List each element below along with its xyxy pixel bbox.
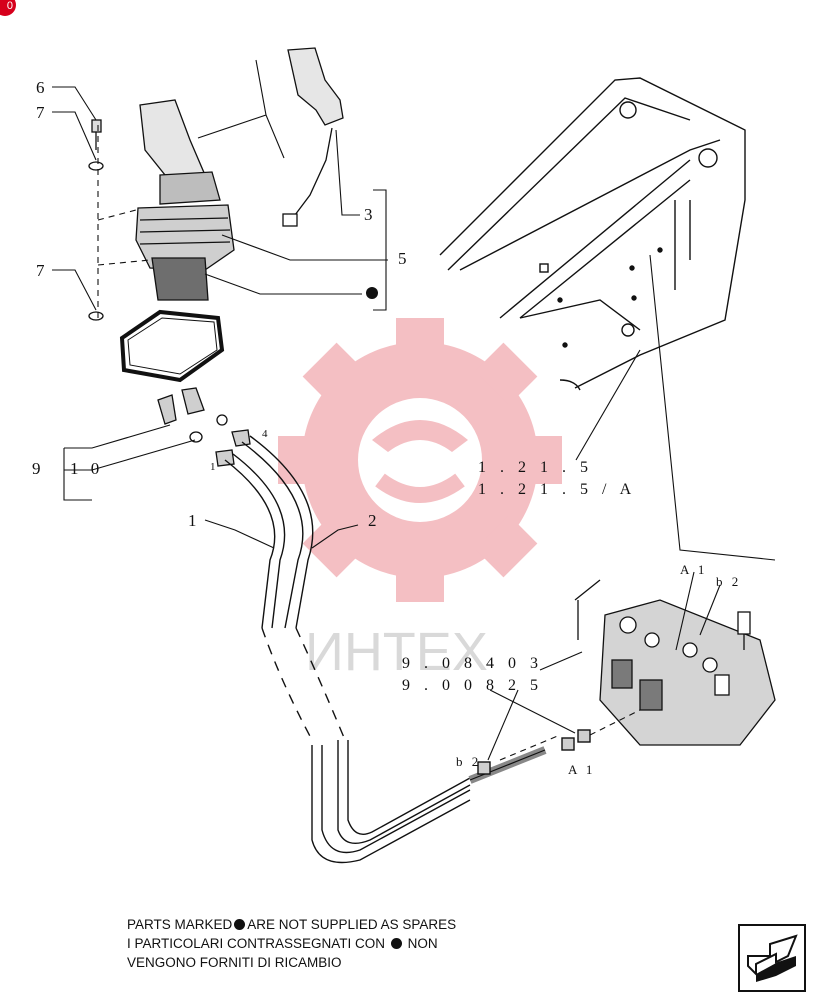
callout-7-top[interactable]: 7 xyxy=(36,103,45,122)
hose-label-1: 1 xyxy=(210,461,216,473)
port-label-b2-top: b 2 xyxy=(716,574,741,589)
footer-note: PARTS MARKED ARE NOT SUPPLIED AS SPARES I… xyxy=(127,915,547,972)
hose-label-4: 4 xyxy=(262,428,268,440)
watermark-gear-logo xyxy=(278,318,562,602)
leader-lines xyxy=(52,59,776,761)
callout-6[interactable]: 6 xyxy=(36,78,45,97)
footer-note-line-3: VENGONO FORNITI DI RICAMBIO xyxy=(127,955,342,970)
hydraulic-hoses xyxy=(224,435,591,864)
port-label-a1-top: A 1 xyxy=(680,562,707,577)
corner-badge: 0 xyxy=(0,0,16,16)
filled-circle-icon xyxy=(390,938,402,949)
ref-link-1-21-5-a[interactable]: 1 . 2 1 . 5 / A xyxy=(478,481,636,498)
footer-note-line-2-end: NON xyxy=(407,936,438,951)
port-label-a1-bottom: A 1 xyxy=(568,762,595,777)
control-valve-block xyxy=(574,579,776,746)
ref-link-1-21-5[interactable]: 1 . 2 1 . 5 xyxy=(478,459,593,476)
next-page-arrow-icon xyxy=(747,934,798,982)
port-label-b2-bottom: b 2 xyxy=(456,754,481,769)
callout-2[interactable]: 2 xyxy=(368,511,377,530)
not-supplied-bullet-icon xyxy=(366,287,378,299)
callout-10[interactable]: 1 0 xyxy=(70,459,103,478)
watermark-text: ИНТЕХ xyxy=(305,622,488,682)
filled-circle-icon xyxy=(234,919,246,930)
callout-1[interactable]: 1 xyxy=(188,511,197,530)
footer-note-line-1: PARTS MARKED ARE NOT SUPPLIED AS SPARES xyxy=(127,915,547,934)
callout-7-bottom[interactable]: 7 xyxy=(36,261,45,280)
ref-link-9-08403[interactable]: 9 . 0 8 4 0 3 xyxy=(402,655,543,672)
callout-9[interactable]: 9 xyxy=(32,459,41,478)
footer-note-line-2: I PARTICOLARI CONTRASSEGNATI CON NON xyxy=(127,934,547,953)
hose-fittings xyxy=(157,387,251,467)
loader-arm-drawing xyxy=(439,77,746,391)
joystick-grip-with-cable xyxy=(282,47,344,227)
callout-5[interactable]: 5 xyxy=(398,249,407,268)
footer-note-line-2-start: I PARTICOLARI CONTRASSEGNATI CON xyxy=(127,936,386,951)
next-page-button[interactable] xyxy=(738,924,806,992)
footer-note-line-1-end: ARE NOT SUPPLIED AS SPARES xyxy=(247,917,457,932)
callout-3[interactable]: 3 xyxy=(364,205,373,224)
ref-link-9-00825[interactable]: 9 . 0 0 8 2 5 xyxy=(402,677,543,694)
joystick-assembly xyxy=(88,99,235,383)
footer-note-line-1-start: PARTS MARKED xyxy=(127,917,233,932)
